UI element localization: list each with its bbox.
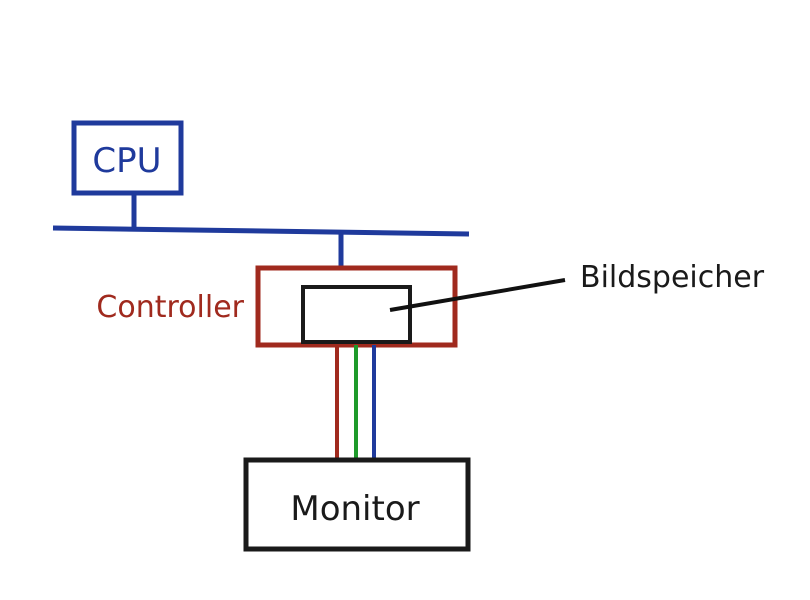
framebuffer-leader-line xyxy=(389,278,566,312)
framebuffer-box xyxy=(301,285,412,344)
controller-label: Controller xyxy=(96,290,244,325)
monitor-label: Monitor xyxy=(290,489,419,529)
cpu-label: CPU xyxy=(92,141,161,181)
cpu-box xyxy=(71,120,184,196)
framebuffer-node xyxy=(301,285,412,344)
framebuffer-label: Bildspeicher xyxy=(580,260,765,295)
system-bus xyxy=(52,225,470,237)
monitor-node: Monitor xyxy=(243,457,471,552)
cpu-node: CPU xyxy=(71,120,184,196)
monitor-box xyxy=(243,457,471,552)
